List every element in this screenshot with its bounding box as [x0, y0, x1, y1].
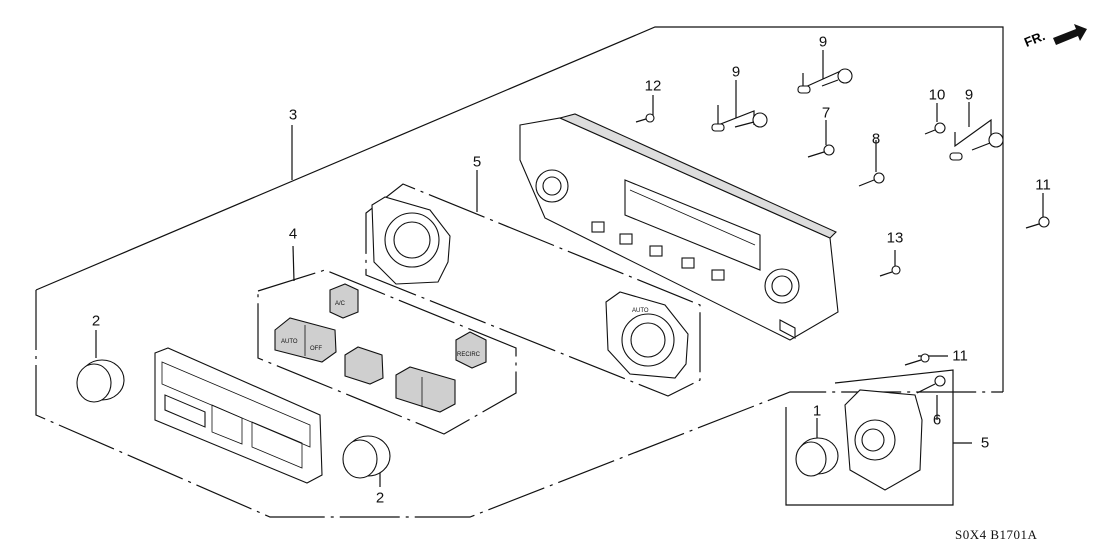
callout-2-left[interactable]: 2 — [91, 312, 101, 330]
callout-11-lower[interactable]: 11 — [952, 347, 968, 365]
assembly-5-outline — [365, 183, 701, 397]
faceplate — [154, 347, 323, 484]
callout-10[interactable]: 10 — [928, 86, 946, 104]
main-control-unit — [519, 113, 839, 341]
blower-knob — [795, 437, 839, 477]
callout-4[interactable]: 4 — [288, 225, 298, 243]
assembly-3-outline — [35, 26, 1004, 518]
bulb-9b — [797, 68, 853, 94]
callout-9-middle[interactable]: 9 — [818, 33, 828, 51]
button-defrost-pair — [395, 366, 456, 413]
front-arrow-icon — [1053, 24, 1087, 45]
bulb-8a — [807, 144, 835, 158]
callout-12[interactable]: 12 — [644, 77, 662, 95]
screw-12 — [635, 113, 655, 123]
callout-8-lower[interactable]: 8 — [871, 130, 881, 148]
callout-11-upper[interactable]: 11 — [1035, 176, 1051, 194]
knob-left — [76, 359, 125, 403]
button-auto-off: AUTO OFF — [274, 317, 337, 363]
screw-11a — [1025, 216, 1050, 229]
callout-9-right[interactable]: 9 — [964, 86, 974, 104]
callout-5[interactable]: 5 — [472, 153, 482, 171]
button-recirc: RECIRC — [455, 331, 487, 369]
auto-button-text: AUTO — [281, 339, 298, 345]
bulb-socket-7 — [916, 375, 946, 394]
screw-13 — [879, 265, 901, 277]
bulb-10 — [924, 122, 946, 135]
ac-button-text: A/C — [335, 301, 346, 307]
callout-1[interactable]: 1 — [812, 402, 822, 420]
assembly-6-outline — [785, 369, 954, 506]
off-button-text: OFF — [310, 346, 322, 352]
callout-13[interactable]: 13 — [886, 229, 904, 247]
bulb-9c — [949, 132, 1004, 161]
dial-ring-right: AUTO — [605, 291, 689, 379]
blower-switch — [844, 389, 923, 491]
callout-7[interactable]: 6 — [932, 411, 942, 429]
knob-right — [342, 435, 391, 479]
bulb-8b — [858, 172, 885, 187]
screw-11b — [904, 353, 930, 366]
assembly-4-outline — [257, 269, 517, 435]
callout-9-left[interactable]: 9 — [731, 63, 741, 81]
callout-2-right[interactable]: 2 — [375, 489, 385, 507]
callout-6[interactable]: 5 — [980, 434, 990, 452]
ring-auto-text: AUTO — [632, 308, 649, 314]
bulb-9a — [711, 112, 768, 132]
recirc-button-text: RECIRC — [457, 352, 481, 358]
dial-ring-left — [371, 196, 451, 285]
callout-3[interactable]: 3 — [288, 106, 298, 124]
button-mode — [344, 346, 384, 385]
callout-8-upper[interactable]: 7 — [821, 104, 831, 122]
leader-lines — [95, 50, 1044, 487]
button-ac: A/C — [329, 283, 359, 319]
diagram-code: S0X4 B1701A — [955, 527, 1038, 542]
